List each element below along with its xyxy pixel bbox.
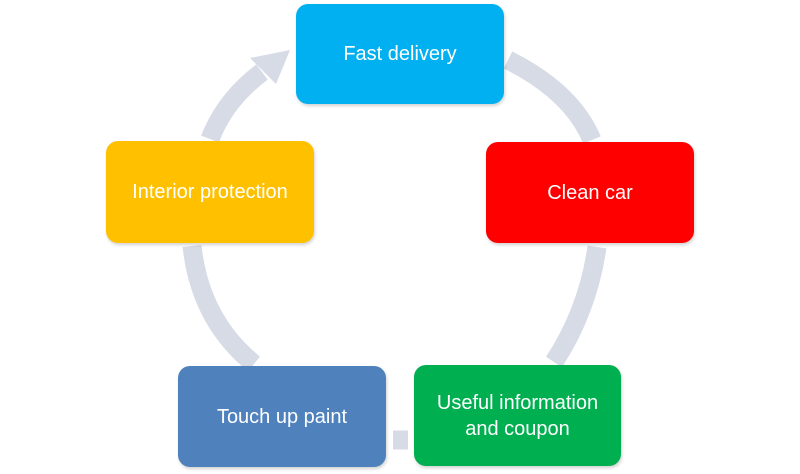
- step-label: Interior protection: [132, 181, 288, 203]
- step-label: Fast delivery: [343, 43, 457, 65]
- step-interior-protection: Interior protection: [106, 141, 314, 243]
- connector-arc-5: [201, 64, 268, 143]
- step-fast-delivery: Fast delivery: [296, 4, 504, 104]
- step-label: Touch up paint: [216, 405, 348, 428]
- connector-arc-1: [503, 51, 601, 144]
- step-useful-information-and-coupon: Useful information and coupon: [414, 365, 621, 466]
- connector-arc-4: [182, 244, 261, 372]
- step-label: Clean car: [547, 181, 633, 204]
- step-label: Useful information and coupon: [436, 391, 599, 440]
- step-touch-up-paint: Touch up paint: [178, 366, 386, 467]
- arrowhead-icon: [250, 50, 290, 84]
- step-clean-car: Clean car: [486, 142, 694, 243]
- connector-arc-2: [546, 245, 607, 368]
